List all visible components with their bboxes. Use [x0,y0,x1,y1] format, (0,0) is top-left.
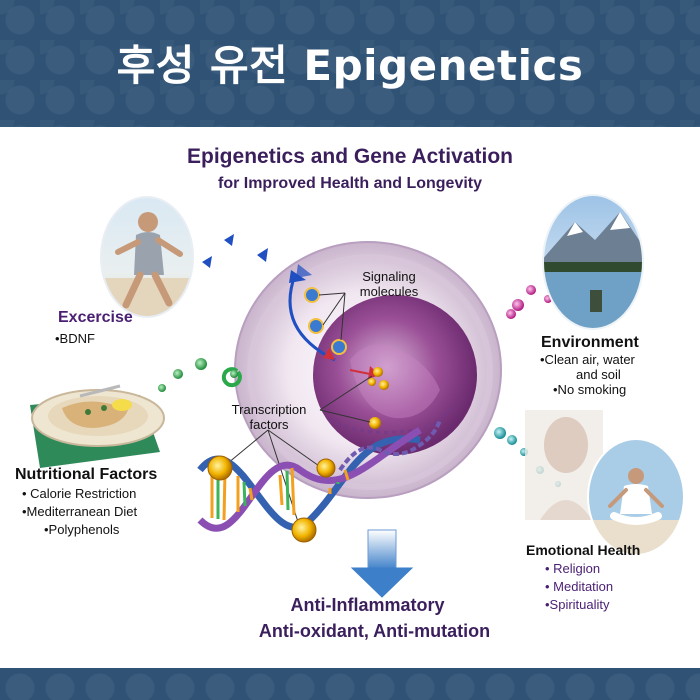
epigenetics-diagram [30,194,685,598]
outcome-arrow [350,529,414,598]
cell-nucleus [313,295,477,455]
emotional-heading: Emotional Health [526,542,641,558]
footer-band [0,668,700,700]
emotional-photo [525,410,685,556]
environment-photo [542,194,644,330]
transcription-label-line1: Transcription [231,402,307,417]
emotional-item: • Meditation [545,579,614,594]
transcription-label-line2: factors [249,417,289,432]
nutrition-heading: Nutritional Factors [15,466,158,483]
exercise-photo [100,196,194,318]
environment-item: •No smoking [553,382,627,397]
outcome-line1: Anti-Inflammatory [290,595,445,615]
signaling-label: Signaling molecules [344,269,434,299]
signaling-label-line2: molecules [359,284,419,299]
page-title: 후성 유전 Epigenetics [116,41,584,90]
dna-helix [197,419,442,543]
emotional-item: •Spirituality [545,597,610,612]
exercise-heading: Excercise [58,309,133,326]
nutrition-item: •Mediterranean Diet [22,504,138,519]
nutrition-item: • Calorie Restriction [22,486,137,501]
diagram-title: Epigenetics and Gene Activation [187,145,513,168]
environment-item: •Clean air, water [540,352,635,367]
nutrition-item: •Polyphenols [44,522,120,537]
nutrition-photo [30,384,165,468]
diagram-subtitle: for Improved Health and Longevity [217,175,483,192]
signaling-label-line1: Signaling [362,269,416,284]
transcription-label: Transcription factors [214,402,324,432]
exercise-item: •BDNF [55,331,95,346]
environment-heading: Environment [541,334,639,351]
emotional-item: • Religion [545,561,601,576]
outcome-line2: Anti-oxidant, Anti-mutation [258,621,491,641]
environment-item: and soil [576,367,621,382]
header-banner: 후성 유전 Epigenetics [0,0,700,127]
